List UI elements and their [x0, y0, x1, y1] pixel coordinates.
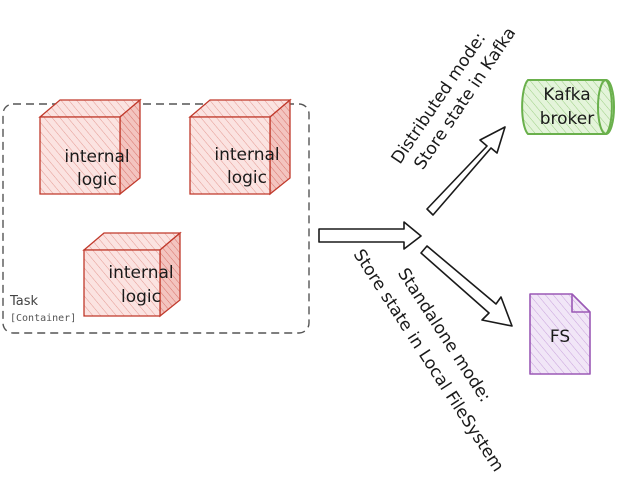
kafka-label-line2: broker	[540, 109, 595, 129]
task-container: Task [Container]	[2, 103, 310, 334]
arrow-to-kafka	[426, 126, 506, 216]
standalone-mode-label: Standalone mode: Store state in Local Fi…	[349, 246, 508, 476]
fs-label: FS	[550, 327, 570, 347]
standalone-line2: Store state in Local FileSystem	[349, 246, 508, 476]
container-title: Task	[9, 294, 39, 309]
arrow-to-fs	[420, 245, 513, 327]
cube-2-label-line2: logic	[227, 168, 267, 188]
container-subtitle: [Container]	[10, 313, 76, 324]
cube-internal-logic-1: internal logic	[38, 98, 142, 196]
kafka-broker-node: Kafka broker	[521, 79, 615, 135]
cube-internal-logic-2: internal logic	[188, 98, 292, 196]
cube-3-label-line1: internal	[108, 263, 173, 283]
distributed-mode-label: Distributed mode: Store state in Kafka	[388, 24, 521, 174]
cube-1-label-line2: logic	[77, 170, 117, 190]
cube-internal-logic-3: internal logic	[82, 231, 182, 318]
fs-file-node: FS	[529, 293, 591, 375]
output-arrow	[318, 221, 422, 250]
cube-3-label-line2: logic	[121, 287, 161, 307]
kafka-label-line1: Kafka	[543, 85, 590, 105]
cube-2-label-line1: internal	[214, 145, 279, 165]
cube-1-label-line1: internal	[64, 147, 129, 167]
